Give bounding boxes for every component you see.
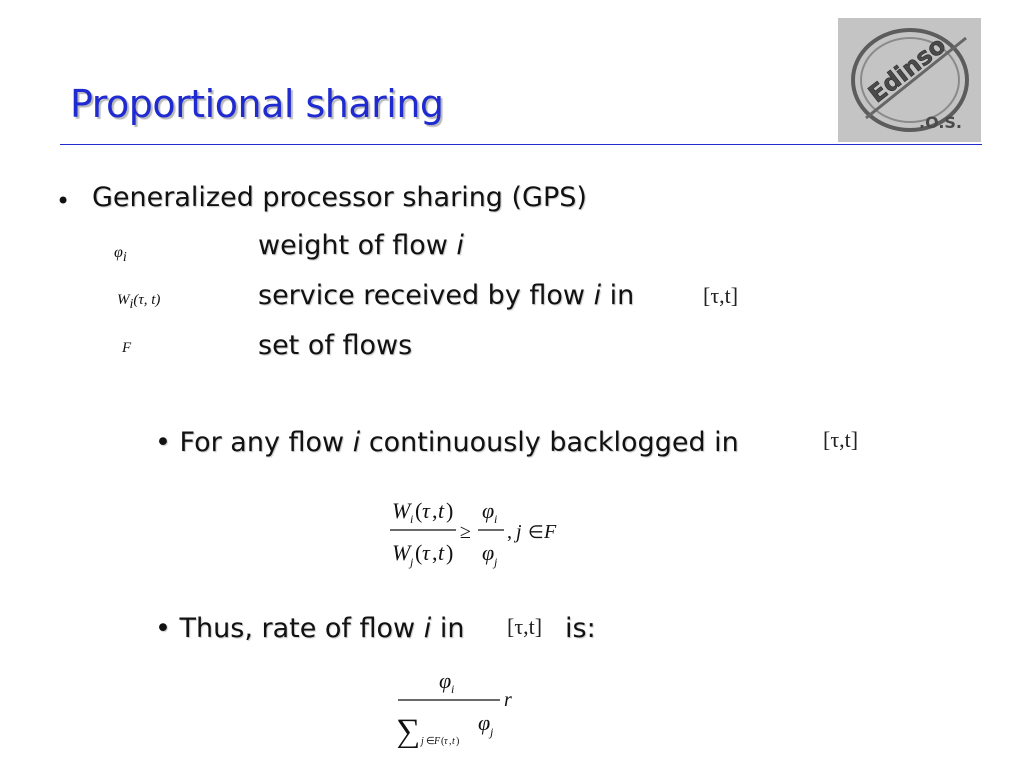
svg-text:Edinso: Edinso <box>863 31 951 108</box>
title-divider <box>60 144 982 145</box>
svg-text:r: r <box>504 689 512 711</box>
svg-text:W: W <box>392 498 412 523</box>
svg-text:φ: φ <box>439 668 451 693</box>
svg-text:τ: τ <box>422 540 431 565</box>
svg-text:φ: φ <box>478 710 490 735</box>
interval-tau-t: [τ,t] <box>703 283 739 308</box>
svg-text:W: W <box>392 540 412 565</box>
definition-weight: weight of flow i <box>258 230 464 261</box>
symbol-w-i: Wi(τ, t) <box>117 292 161 312</box>
svg-text:j: j <box>419 736 424 747</box>
sub-bullet-backlogged: • For any flow i continuously backlogged… <box>155 427 739 458</box>
sub-bullet-rate-tail: is: <box>565 613 596 644</box>
svg-text:(: ( <box>441 736 445 747</box>
svg-text:): ) <box>456 736 459 747</box>
svg-text:,: , <box>507 521 512 543</box>
svg-text:i: i <box>410 512 413 526</box>
svg-text:≥: ≥ <box>460 521 471 543</box>
svg-text:): ) <box>446 540 453 565</box>
svg-text:F: F <box>433 736 441 747</box>
svg-text:j: j <box>408 555 414 569</box>
definition-service: service received by flow i in <box>258 280 635 311</box>
svg-text:,: , <box>432 498 438 523</box>
svg-text:j: j <box>488 725 494 739</box>
interval-tau-t: [τ,t] <box>823 427 859 452</box>
svg-text:φ: φ <box>482 498 494 523</box>
definition-flows: set of flows <box>258 330 413 361</box>
svg-text:τ: τ <box>444 736 448 747</box>
svg-text:∈: ∈ <box>528 522 544 542</box>
logo: Edinso .O.S. <box>838 18 981 142</box>
svg-text:,: , <box>449 736 452 747</box>
svg-text:j: j <box>492 555 498 569</box>
slide-title: Proportional sharing <box>70 82 444 126</box>
svg-text:i: i <box>451 682 454 696</box>
formula-rate: φ i ∑ j ∈ F ( τ , t ) φ j r <box>394 664 524 752</box>
symbol-phi-i: φi <box>114 244 127 266</box>
sub-bullet-rate: • Thus, rate of flow i in <box>155 613 465 644</box>
formula-ratio: W i ( τ , t ) W j ( τ , t ) ≥ φ i φ j , … <box>390 494 570 582</box>
svg-text:τ: τ <box>422 498 431 523</box>
bullet-marker: • <box>56 187 71 215</box>
svg-text:(: ( <box>415 498 422 523</box>
svg-text:t: t <box>438 498 445 523</box>
svg-text:.O.S.: .O.S. <box>919 113 962 132</box>
svg-text:∑: ∑ <box>396 713 420 748</box>
svg-text:t: t <box>452 736 455 747</box>
svg-text:(: ( <box>415 540 422 565</box>
svg-text:t: t <box>438 540 445 565</box>
bullet-gps: Generalized processor sharing (GPS) <box>92 182 587 213</box>
svg-text:∈: ∈ <box>426 736 435 747</box>
interval-tau-t: [τ,t] <box>507 614 543 639</box>
svg-text:i: i <box>494 512 497 526</box>
svg-text:φ: φ <box>482 540 494 565</box>
svg-text:,: , <box>432 540 438 565</box>
svg-text:): ) <box>446 498 453 523</box>
symbol-f: F <box>122 340 132 356</box>
svg-text:j: j <box>513 521 522 543</box>
svg-text:F: F <box>543 521 557 543</box>
